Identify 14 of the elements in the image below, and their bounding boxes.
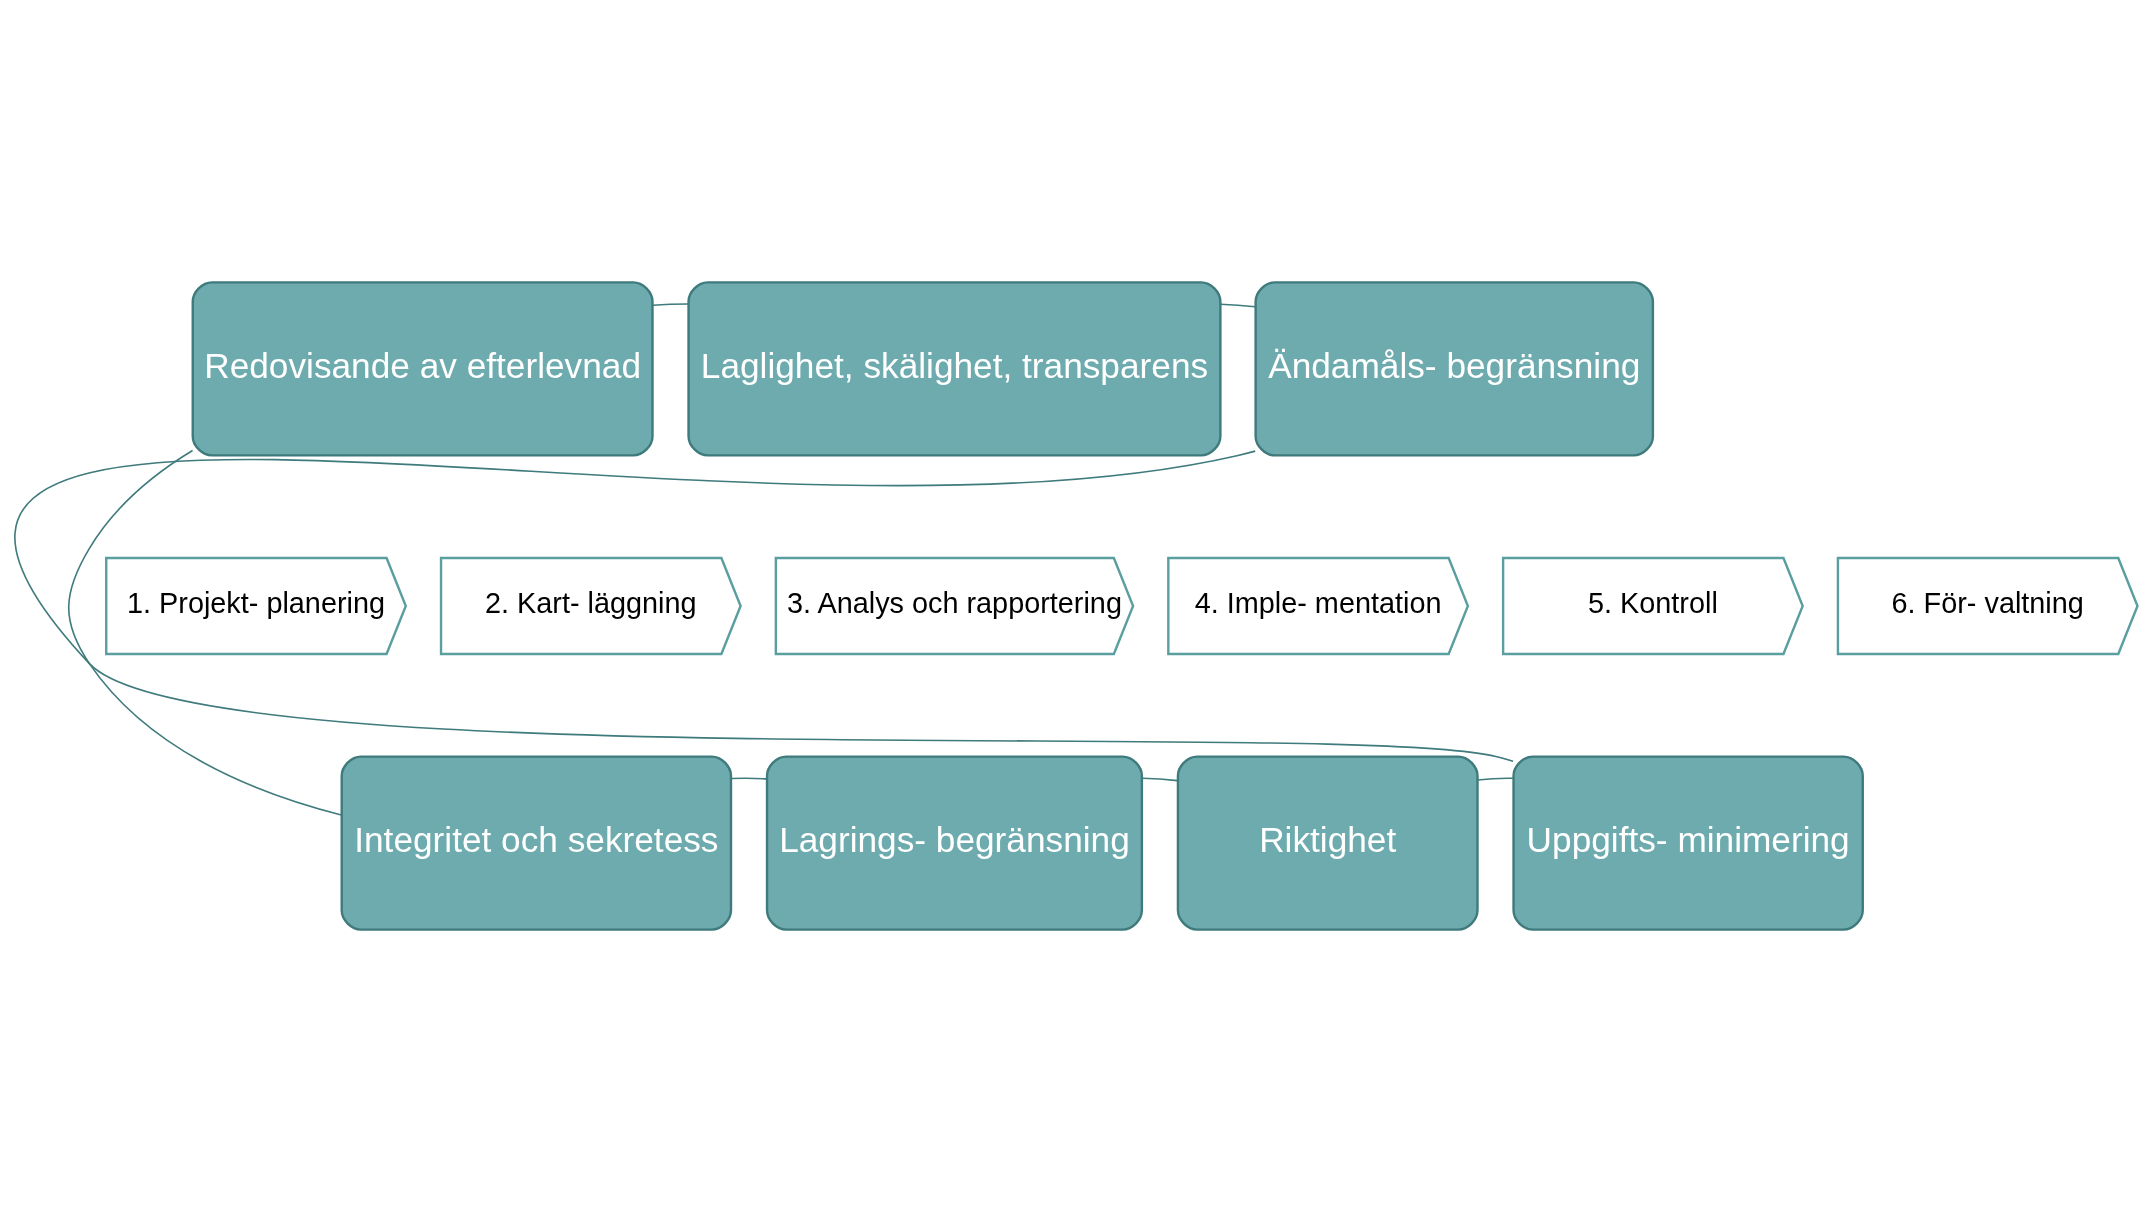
connector — [1476, 777, 1515, 781]
connector — [1219, 303, 1256, 308]
connector — [15, 450, 1514, 762]
node-box: Integritet och sekretess — [340, 755, 733, 931]
node-box: Uppgifts- minimering — [1512, 755, 1864, 931]
node-box: Riktighet — [1176, 755, 1479, 931]
connector — [67, 449, 343, 816]
node-box: Laglighet, skälighet, transparens — [687, 281, 1222, 457]
connector — [1141, 777, 1179, 782]
node-box: Lagrings- begränsning — [765, 755, 1144, 931]
connector — [651, 303, 689, 307]
node-box: Ändamåls- begränsning — [1254, 281, 1655, 457]
node-box: Redovisande av efterlevnad — [191, 281, 654, 457]
connector — [730, 777, 768, 780]
